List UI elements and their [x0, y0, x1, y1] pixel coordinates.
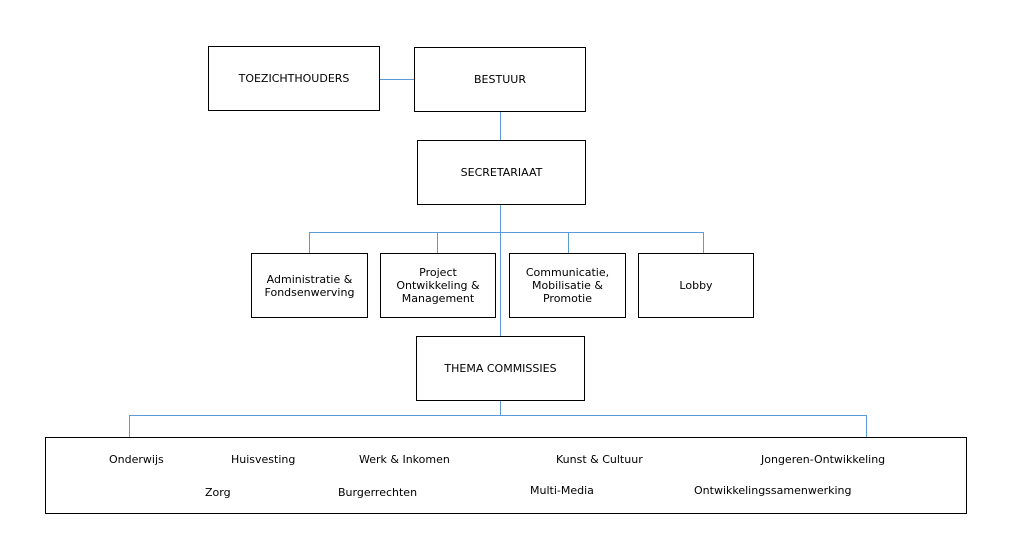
commissie-onderwijs: Onderwijs	[109, 453, 164, 466]
connector-bestuur-secretariaat	[500, 111, 501, 141]
node-lobby-label: Lobby	[679, 279, 713, 292]
connector-commissies-right	[866, 415, 867, 437]
node-toezichthouders-label: TOEZICHTHOUDERS	[238, 72, 350, 85]
node-bestuur: BESTUUR	[414, 47, 586, 112]
commissie-zorg: Zorg	[205, 486, 231, 499]
node-bestuur-label: BESTUUR	[474, 73, 526, 86]
connector-dept-bus	[309, 232, 704, 233]
node-communicatie-label: Communicatie, Mobilisatie & Promotie	[525, 266, 610, 305]
node-toezichthouders: TOEZICHTHOUDERS	[208, 46, 380, 111]
connector-dept-communicatie	[568, 232, 569, 253]
node-lobby: Lobby	[638, 253, 754, 318]
connector-trunk	[500, 205, 501, 337]
commissie-jongeren-ontwikkeling: Jongeren-Ontwikkeling	[761, 453, 886, 466]
commissie-kunst-cultuur: Kunst & Cultuur	[556, 453, 643, 466]
connector-dept-project	[437, 232, 438, 253]
commissie-burgerrechten: Burgerrechten	[338, 486, 418, 499]
node-administratie-label: Administratie & Fondsenwerving	[264, 272, 355, 299]
connector-dept-administratie	[309, 232, 310, 253]
commissie-ontwikkelingssamenwerking: Ontwikkelingssamenwerking	[694, 484, 852, 497]
node-project: Project Ontwikkeling & Management	[380, 253, 496, 318]
connector-thema-down	[500, 401, 501, 416]
commissie-huisvesting: Huisvesting	[231, 453, 296, 466]
commissie-multi-media: Multi-Media	[530, 484, 594, 497]
connector-dept-lobby	[703, 232, 704, 253]
node-project-label: Project Ontwikkeling & Management	[396, 266, 480, 305]
node-secretariaat: SECRETARIAAT	[417, 140, 586, 205]
commissie-werk-inkomen: Werk & Inkomen	[359, 453, 450, 466]
connector-toezicht-bestuur	[379, 79, 415, 80]
node-administratie: Administratie & Fondsenwerving	[251, 253, 368, 318]
node-secretariaat-label: SECRETARIAAT	[460, 166, 543, 179]
node-thema-commissies: THEMA COMMISSIES	[416, 336, 585, 401]
node-thema-label: THEMA COMMISSIES	[444, 362, 557, 375]
node-communicatie: Communicatie, Mobilisatie & Promotie	[509, 253, 626, 318]
commissies-box	[45, 437, 967, 514]
connector-commissies-bus	[129, 415, 867, 416]
connector-commissies-left	[129, 415, 130, 437]
